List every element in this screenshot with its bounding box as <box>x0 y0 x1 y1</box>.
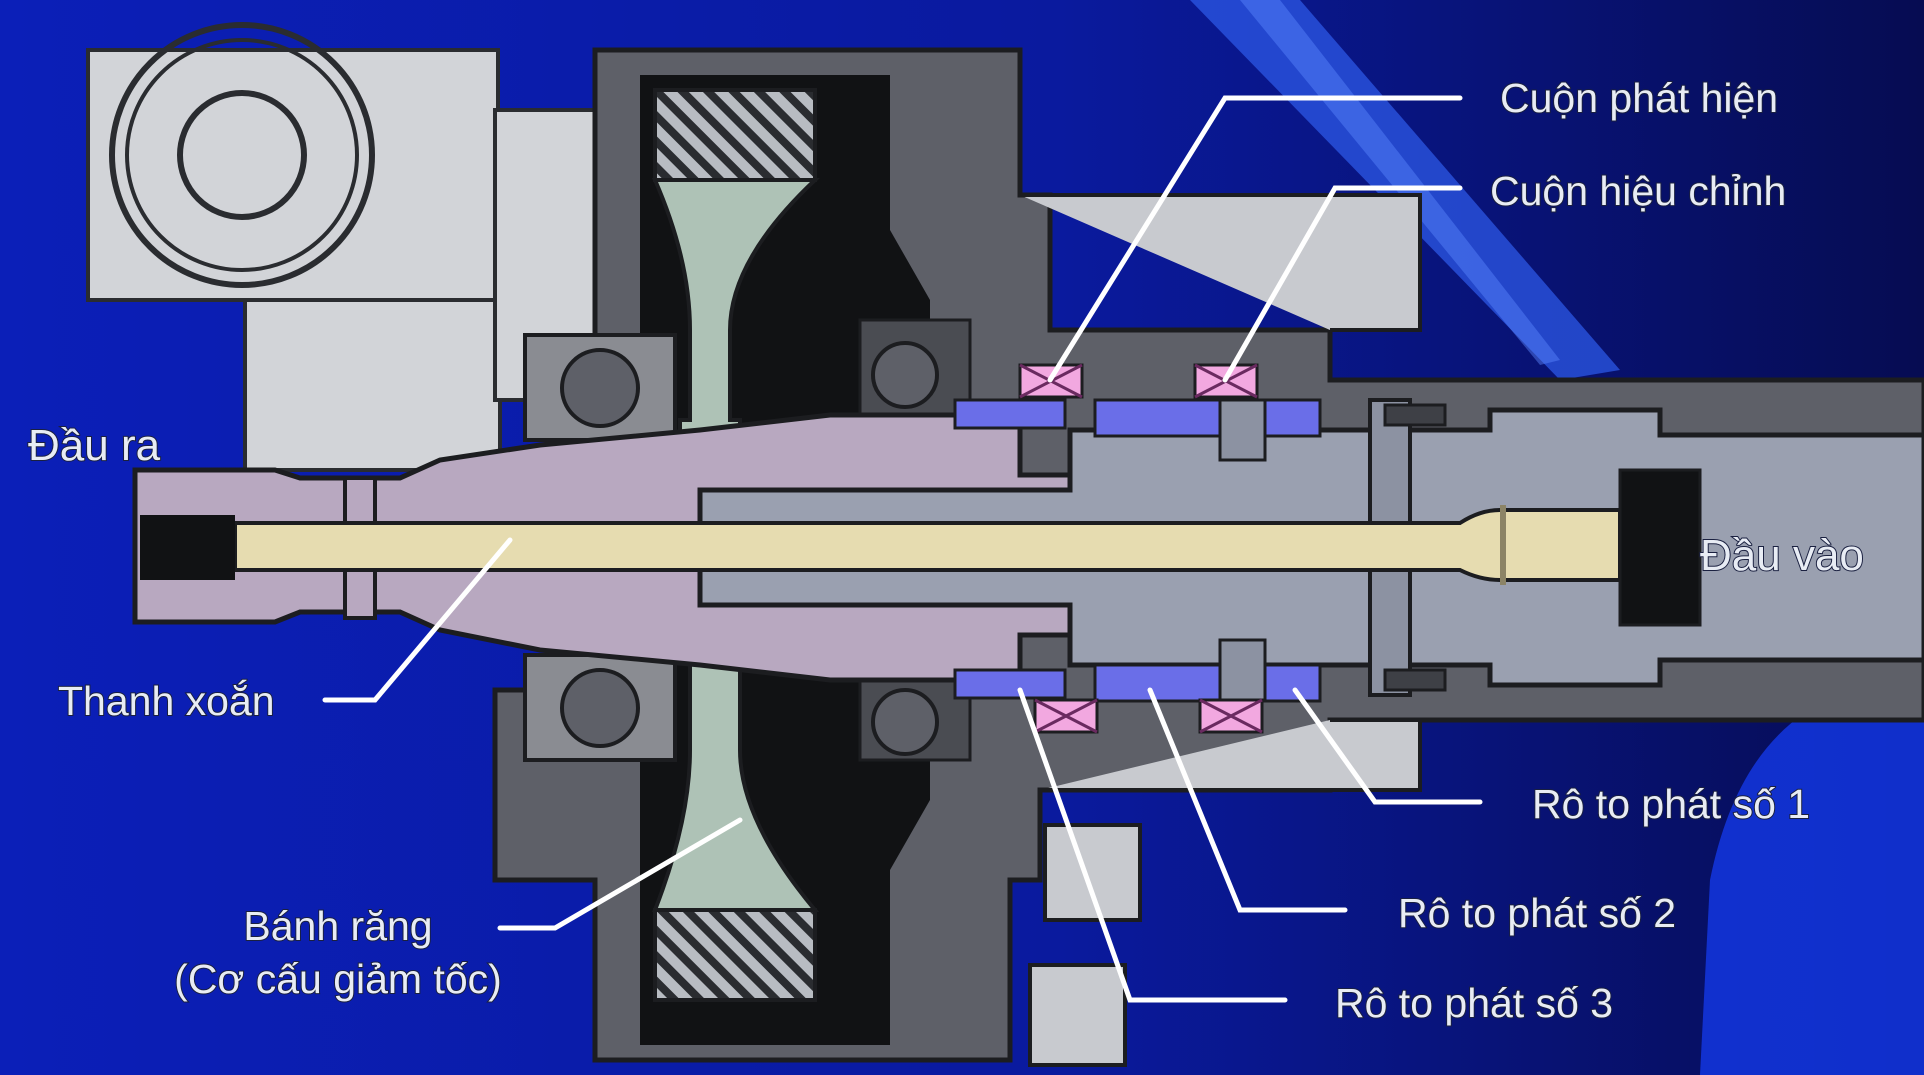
label-gear: Bánh răng <box>243 903 432 949</box>
label-rotor-1: Rô to phát số 1 <box>1532 781 1810 827</box>
leader-detection-coil <box>1047 95 1463 383</box>
light-beam-highlight <box>1240 0 1560 365</box>
sensor-rotors <box>953 398 1322 703</box>
leader-torsion-bar <box>322 537 513 703</box>
label-torsion-bar: Thanh xoắn <box>58 678 275 724</box>
leader-rotor-2 <box>1147 687 1348 913</box>
leader-rotor-3 <box>1017 687 1288 1003</box>
label-rotor-2: Rô to phát số 2 <box>1398 890 1676 936</box>
label-detection-coil: Cuộn phát hiện <box>1500 75 1778 121</box>
leader-rotor-1 <box>1292 687 1483 805</box>
output-bracket <box>86 22 597 472</box>
torsion-bar <box>233 468 1702 627</box>
leader-lines <box>322 95 1483 1003</box>
output-socket <box>140 515 235 580</box>
leader-gear <box>497 817 743 931</box>
blue-arc-lower-right <box>1700 680 1924 1075</box>
label-correction-coil: Cuộn hiệu chỉnh <box>1490 168 1786 214</box>
leader-correction-coil <box>1222 185 1463 383</box>
seal-details <box>1383 403 1447 692</box>
label-gear-subtitle: (Cơ cấu giảm tốc) <box>174 956 502 1002</box>
label-rotor-3: Rô to phát số 3 <box>1335 980 1613 1026</box>
label-output-end: Đầu ra <box>28 421 161 470</box>
label-input-end: Đầu vào <box>1700 531 1864 580</box>
